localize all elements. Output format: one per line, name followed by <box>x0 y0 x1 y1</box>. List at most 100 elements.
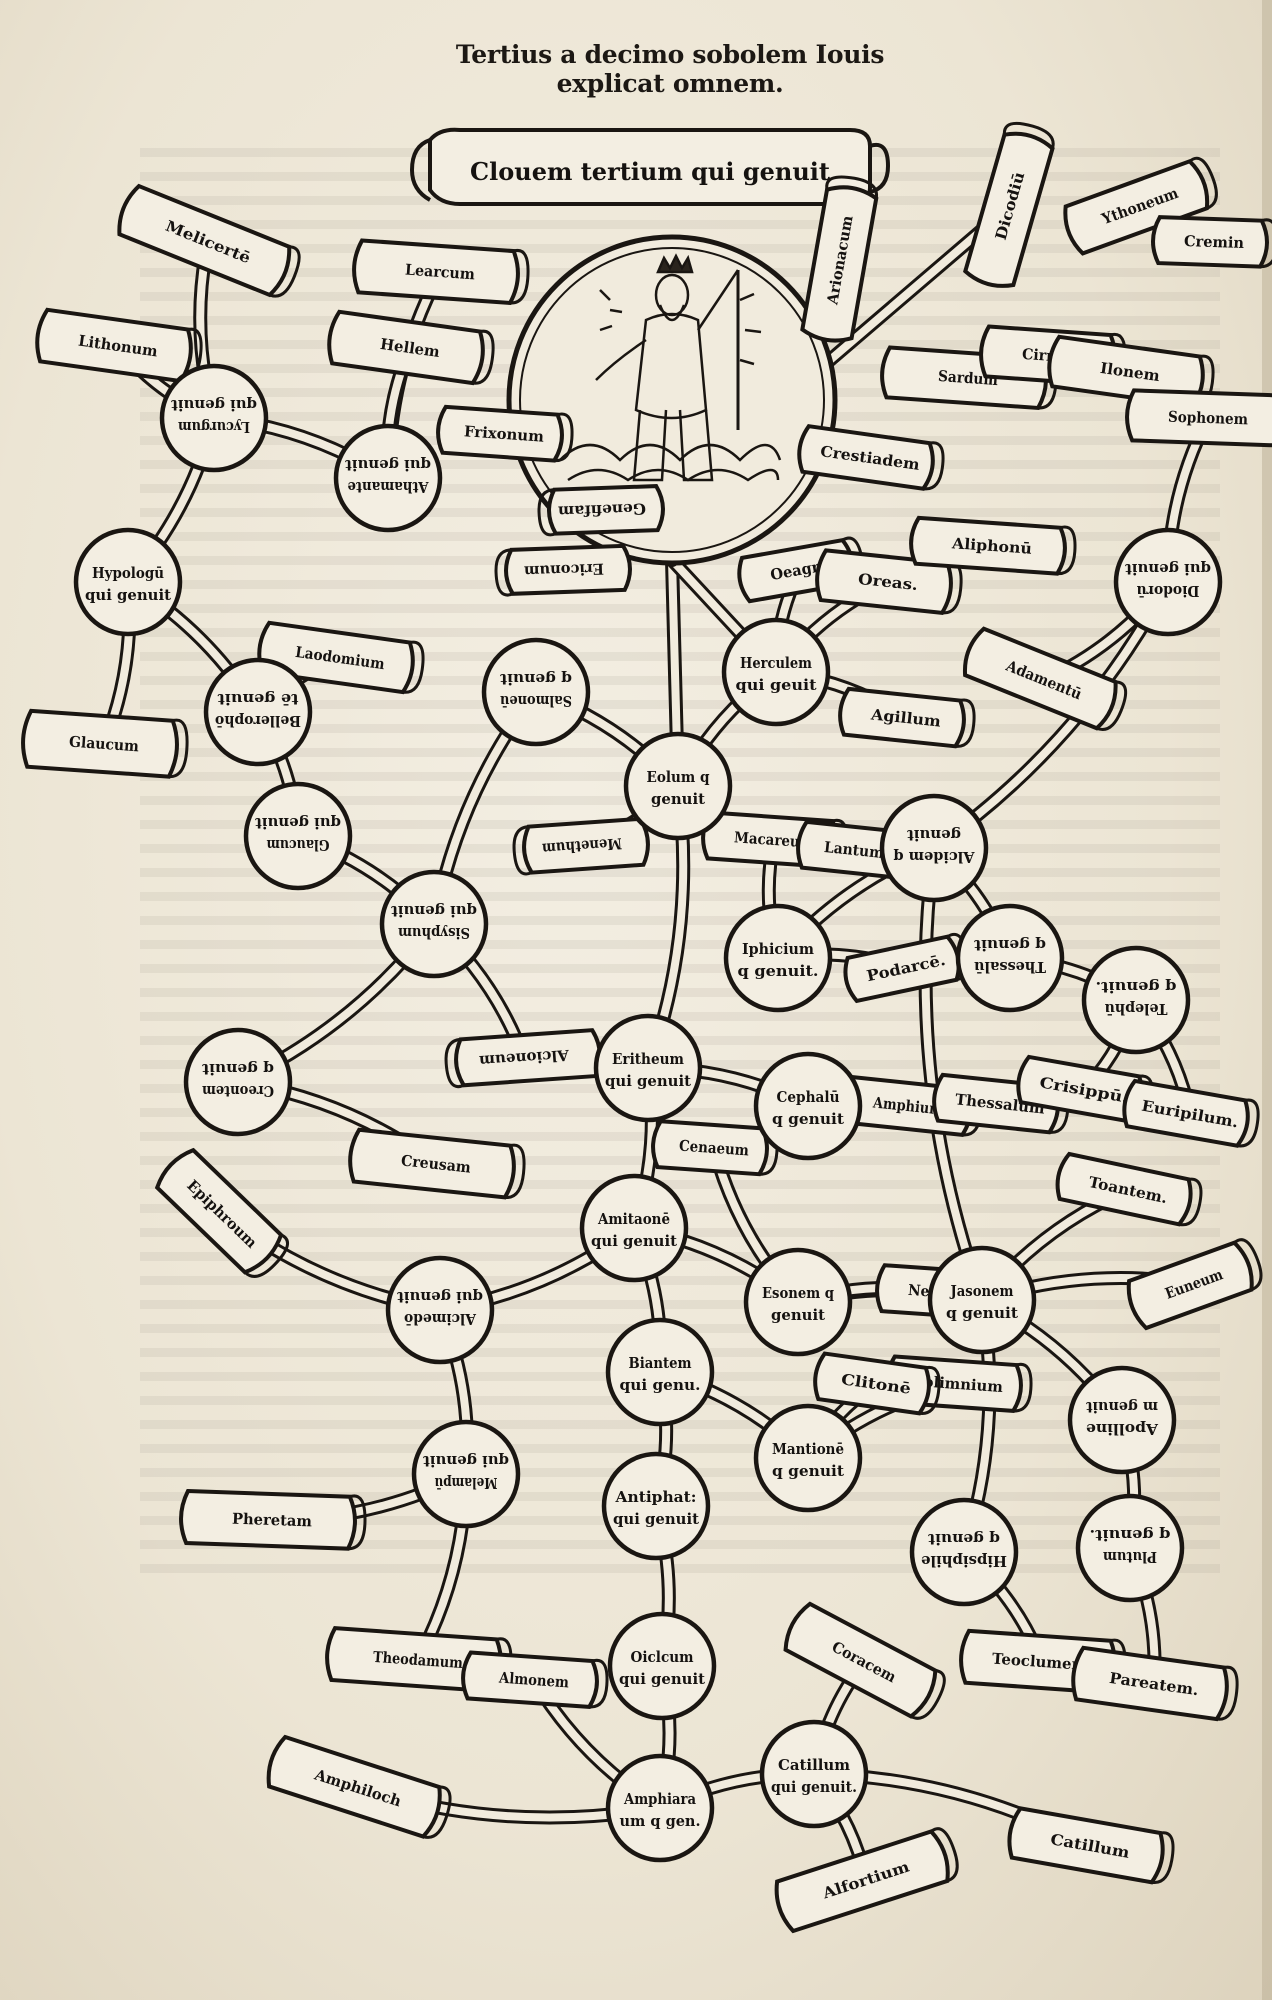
scroll-text: Sophonem <box>1168 408 1249 429</box>
circle-outline <box>159 363 269 473</box>
circle-outline <box>379 869 489 979</box>
scroll-label: Adamentū <box>963 626 1128 731</box>
scroll-label: Cenaeum <box>651 1119 779 1177</box>
scroll-label: Hellem <box>327 309 495 386</box>
scroll-text: Ericonum <box>524 560 605 581</box>
scroll-curl <box>243 1233 289 1278</box>
ancestor-circle: Esonem q genuit <box>743 1247 853 1357</box>
scroll-label: Frixonum <box>436 404 574 463</box>
scroll-curl <box>402 640 425 694</box>
top-banner-text: Clouem tertium qui genuit <box>470 157 830 186</box>
circle-outline <box>1113 527 1223 637</box>
circle-text: Diodorū <box>1136 582 1199 600</box>
circle-outline <box>909 1497 1019 1607</box>
scroll-body <box>547 484 665 536</box>
scroll-curl <box>1236 1098 1260 1148</box>
scroll-label: Clitonē <box>813 1351 941 1416</box>
circle-text: Jasonem <box>949 1282 1014 1300</box>
scroll-body <box>266 1734 442 1839</box>
circle-text: m genuit <box>1086 1398 1158 1416</box>
scroll-label: Oreas. <box>815 548 963 615</box>
scroll-label: Ythoneum <box>1063 156 1218 256</box>
circle-text: qui genuit <box>171 396 257 414</box>
scroll-curl <box>1151 1831 1175 1885</box>
circle-outline <box>243 781 353 891</box>
circle-text: Herculem <box>740 654 812 672</box>
circle-text: Eritheum <box>612 1050 684 1068</box>
scroll-text: Cenaeum <box>678 1137 749 1160</box>
scroll-curl <box>930 1827 959 1883</box>
scroll-text: Almonem <box>498 1669 570 1692</box>
jupiter-figure-icon <box>559 253 782 482</box>
circle-outline <box>601 1451 711 1561</box>
circle-text: Esonem q <box>762 1284 834 1302</box>
scroll-body <box>1122 1078 1250 1148</box>
circle-outline <box>723 903 833 1013</box>
scroll-curl <box>1002 121 1055 149</box>
circle-text: genuit <box>651 790 705 808</box>
ancestor-circle: Glaucum qui genuit <box>243 781 353 891</box>
scroll-body <box>522 816 650 875</box>
circle-text: q genuit <box>928 1530 1000 1548</box>
scroll-body <box>838 686 966 749</box>
circle-text: Hipsiphile <box>921 1552 1007 1570</box>
circle-text: Lycurgum <box>178 418 250 436</box>
scroll-curl <box>589 1658 609 1709</box>
circle-text: um q gen. <box>620 1812 701 1830</box>
scroll-label: Catillum <box>1007 1806 1175 1885</box>
circle-text: Sisyphum <box>398 924 470 942</box>
scroll-text: Aliphonū <box>950 534 1032 558</box>
scroll-body <box>815 548 953 615</box>
branch-core <box>921 844 986 1304</box>
scroll-text: Genefifam <box>558 499 647 520</box>
circle-text: tē genuit <box>217 690 298 708</box>
circle-outline <box>721 617 831 727</box>
scroll-text: Menethum <box>541 834 622 858</box>
scroll-label: Amphiloch <box>266 1734 452 1839</box>
scroll-curl <box>444 1037 465 1089</box>
circle-outline <box>955 903 1065 1013</box>
scroll-curl <box>825 175 879 199</box>
scroll-text: Pheretam <box>232 1510 313 1531</box>
scroll-curl <box>512 825 533 876</box>
scroll-curl <box>422 1785 452 1839</box>
jupiter-medallion <box>506 234 838 566</box>
circle-text: genuit <box>771 1306 825 1324</box>
circle-text: q genuit <box>202 1060 274 1078</box>
circle-text: q genuit <box>772 1110 844 1128</box>
scroll-label: Cremin <box>1151 215 1272 269</box>
scroll-label: Glaucum <box>21 708 189 779</box>
scroll-label: Pheretam <box>179 1489 367 1551</box>
scroll-label: Learcum <box>352 238 530 306</box>
circle-text: qui genuit <box>619 1670 705 1688</box>
scroll-label: Theodamum <box>325 1626 513 1694</box>
scroll-label: Aliphonū <box>909 515 1077 576</box>
scroll-text: Cremin <box>1184 232 1245 252</box>
circle-text: qui genuit <box>255 814 341 832</box>
circle-outline <box>203 657 313 767</box>
scroll-curl <box>1013 1362 1033 1413</box>
scroll-curl <box>509 248 530 305</box>
circle-outline <box>743 1247 853 1357</box>
circle-text: qui genu. <box>620 1376 701 1394</box>
circle-outline <box>605 1753 715 1863</box>
page-title: Tertius a decimo sobolem Iouis explicat … <box>455 40 885 98</box>
circle-text: Glaucum <box>266 836 329 854</box>
circle-outline <box>73 527 183 637</box>
scroll-label: Dicodiū <box>963 121 1055 288</box>
scroll-curl <box>910 1669 946 1720</box>
scroll-curl <box>1178 1177 1203 1227</box>
scroll-curl <box>168 718 189 779</box>
